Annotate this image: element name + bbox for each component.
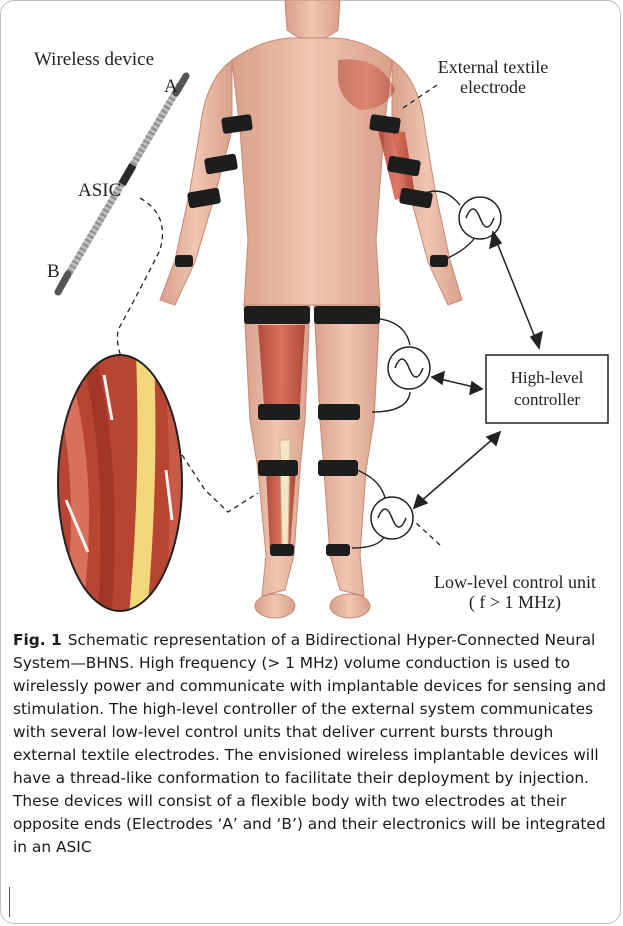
band-right-ankle: [326, 544, 350, 556]
asic-segment: [122, 165, 133, 184]
human-body: [160, 0, 462, 618]
band-left-wrist: [175, 255, 193, 267]
electrode-b-label: B: [47, 261, 60, 282]
magnified-muscle-oval: [55, 355, 185, 615]
band-left-calf: [258, 460, 298, 476]
electrode-label: electrode: [460, 77, 526, 97]
high-level-controller: High-level controller: [486, 355, 608, 423]
high-level-label: High-level: [511, 368, 584, 387]
frequency-label: ( f > 1 MHz): [469, 592, 561, 613]
low-level-control-unit-label: Low-level control unit: [434, 572, 596, 592]
low-level-control-unit-arm: [459, 197, 501, 239]
electrode-a-label: A: [164, 76, 178, 97]
band-right-thigh: [314, 306, 380, 324]
band-left-knee: [258, 404, 300, 420]
external-textile-label: External textile: [438, 57, 548, 77]
band-right-knee: [318, 404, 360, 420]
band-left-ankle: [270, 544, 294, 556]
bhns-figure: High-level controller Wireless device A …: [0, 0, 623, 625]
controller-label: controller: [514, 390, 580, 409]
band-left-thigh: [244, 306, 310, 324]
low-level-control-unit-calf: [371, 497, 413, 539]
asic-label: ASIC: [78, 180, 121, 201]
caption-rule: [9, 887, 10, 917]
tibia-bone: [280, 440, 290, 548]
wireless-device-label: Wireless device: [34, 49, 154, 70]
caption-text: Schematic representation of a Bidirectio…: [13, 631, 606, 856]
figure-number: Fig. 1: [13, 631, 62, 649]
low-level-control-unit-thigh: [388, 347, 430, 389]
